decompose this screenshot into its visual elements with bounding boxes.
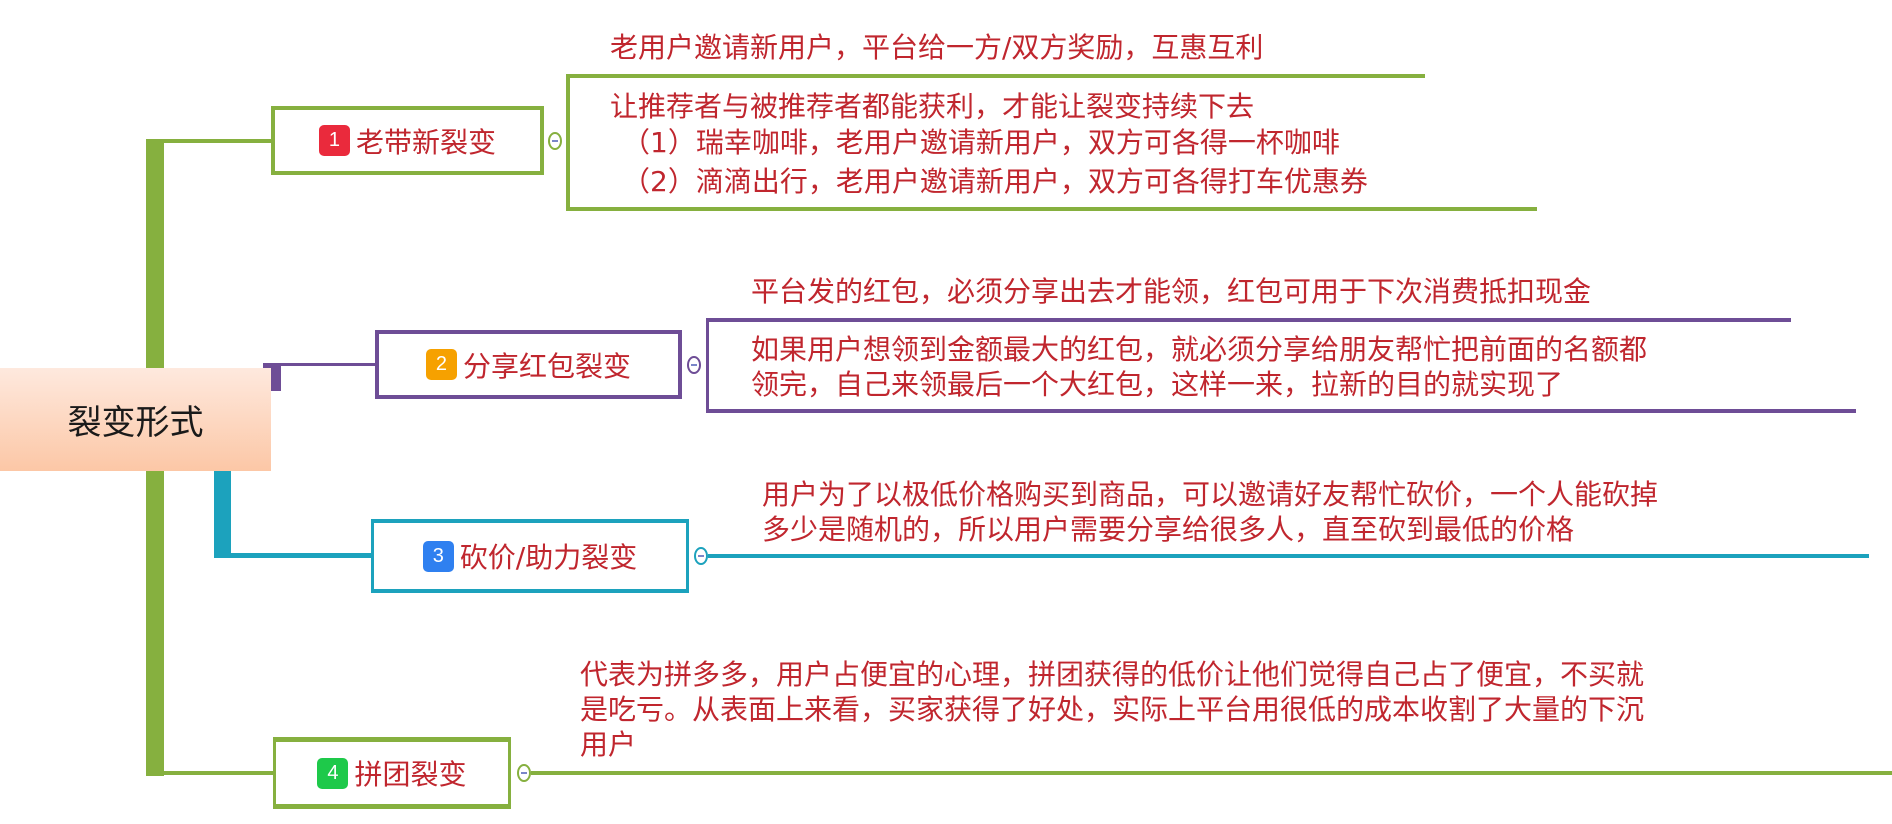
branch-2-detail-line: 如果用户想领到金额最大的红包，就必须分享给朋友帮忙把前面的名额都 — [751, 333, 1648, 366]
branch-2-connector — [263, 363, 376, 366]
branch-1-detail-box — [566, 74, 1537, 211]
branch-1-detail-line: （2）滴滴出行，老用户邀请新用户，双方可各得打车优惠券 — [622, 165, 1368, 198]
branch-1-header-underline — [566, 74, 1425, 78]
collapse-toggle-icon[interactable] — [694, 547, 708, 565]
branch-4-detail-line: 代表为拼多多，用户占便宜的心理，拼团获得的低价让他们觉得自己占了便宜，不买就 — [580, 658, 1645, 691]
branch-node-4[interactable]: 4 拼团裂变 — [273, 737, 511, 809]
branch-2-detail-box — [706, 318, 1856, 413]
branch-1-header-text: 老用户邀请新用户，平台给一方/双方奖励，互惠互利 — [610, 31, 1264, 64]
branch-4-detail-line: 是吃亏。从表面上来看，买家获得了好处，实际上平台用很低的成本收割了大量的下沉 — [580, 693, 1645, 726]
branch-node-3-label: 砍价/助力裂变 — [459, 541, 638, 574]
branch-3-detail-line: 多少是随机的，所以用户需要分享给很多人，直至砍到最低的价格 — [762, 513, 1575, 546]
branch-3-detail-underline — [708, 554, 1869, 558]
priority-4-badge: 4 — [317, 757, 349, 789]
collapse-toggle-icon[interactable] — [517, 764, 531, 782]
collapse-toggle-icon[interactable] — [548, 132, 562, 150]
branch-node-4-label: 拼团裂变 — [354, 758, 467, 791]
branch-node-1[interactable]: 1 老带新裂变 — [271, 106, 544, 175]
branch-3-connector — [214, 553, 372, 558]
branch-4-detail-line: 用户 — [580, 728, 637, 761]
branch-1-connector — [146, 139, 272, 143]
branch-2-detail-line: 领完，自己来领最后一个大红包，这样一来，拉新的目的就实现了 — [751, 368, 1564, 401]
branch-node-1-label: 老带新裂变 — [355, 125, 496, 159]
branch-1-detail-line: （1）瑞幸咖啡，老用户邀请新用户，双方可各得一杯咖啡 — [622, 126, 1340, 159]
priority-1-badge: 1 — [318, 125, 350, 156]
branch-4-detail-underline — [531, 771, 1892, 775]
branch-node-3[interactable]: 3 砍价/助力裂变 — [371, 519, 689, 593]
branch-3-connector-stub — [214, 468, 231, 558]
branch-1-detail-line: 让推荐者与被推荐者都能获利，才能让裂变持续下去 — [610, 90, 1255, 123]
root-topic-label: 裂变形式 — [67, 403, 204, 443]
branch-4-connector — [146, 771, 274, 775]
branch-2-header-underline — [706, 318, 1791, 322]
priority-2-badge: 2 — [425, 349, 457, 380]
branch-3-detail-line: 用户为了以极低价格购买到商品，可以邀请好友帮忙砍价，一个人能砍掉 — [762, 478, 1659, 511]
branch-node-2[interactable]: 2 分享红包裂变 — [375, 330, 682, 399]
branch-2-header-text: 平台发的红包，必须分享出去才能领，红包可用于下次消费抵扣现金 — [751, 275, 1592, 308]
collapse-toggle-icon[interactable] — [687, 356, 701, 374]
branch-node-2-label: 分享红包裂变 — [462, 349, 631, 383]
root-topic[interactable]: 裂变形式 — [0, 368, 271, 471]
priority-3-badge: 3 — [422, 540, 454, 572]
